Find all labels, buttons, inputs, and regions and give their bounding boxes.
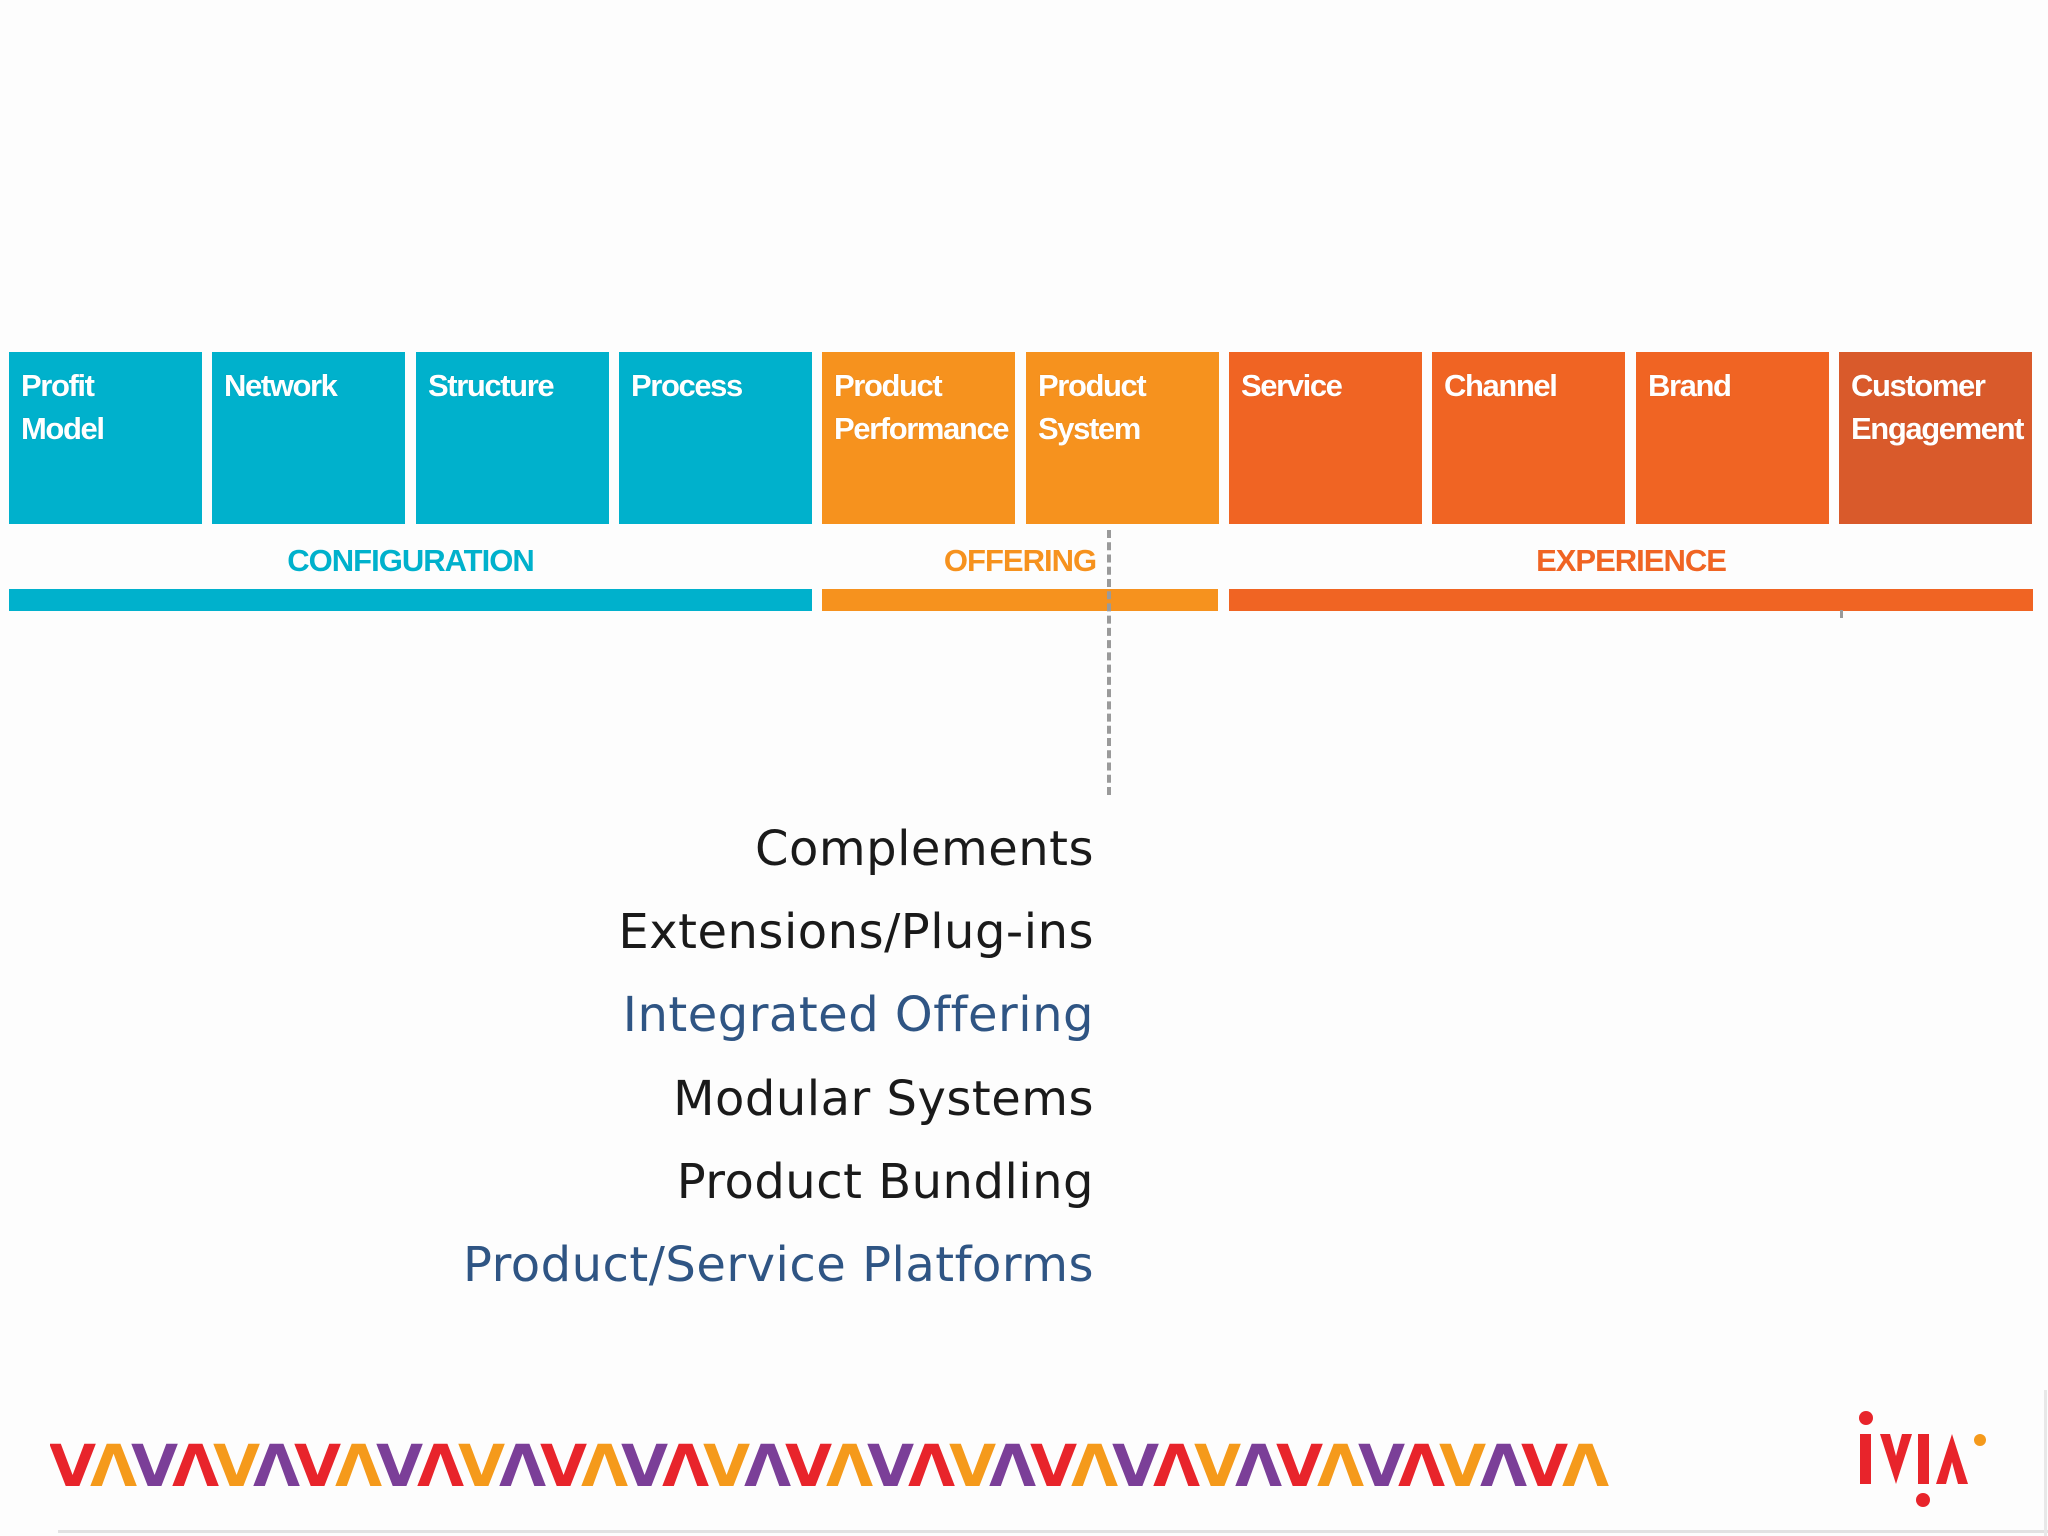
bottom-rule [58, 1530, 2048, 1533]
tactic-item: Modular Systems [673, 1070, 1094, 1127]
pattern-chevron: V [703, 1436, 750, 1496]
pattern-chevron: Λ [1480, 1436, 1527, 1496]
pattern-chevron: V [866, 1436, 914, 1496]
section-label-experience: EXPERIENCE [1536, 543, 1727, 578]
tile-customer-engagement: Customer Engagement [1839, 352, 2032, 524]
pattern-chevron: Λ [416, 1436, 464, 1496]
pattern-chevron: V [1439, 1436, 1486, 1496]
pattern-chevron: V [1275, 1436, 1323, 1496]
pattern-chevron: Λ [253, 1436, 300, 1496]
pattern-chevron: V [294, 1436, 341, 1496]
tile-structure: Structure [416, 352, 609, 524]
section-label-offering: OFFERING [943, 543, 1097, 578]
pattern-chevron: Λ [1153, 1436, 1200, 1496]
pattern-chevron: V [212, 1436, 260, 1496]
pattern-chevron: V [457, 1436, 505, 1496]
pattern-chevron: Λ [662, 1436, 709, 1496]
tile-service: Service [1229, 352, 1422, 524]
pattern-chevron: V [785, 1436, 832, 1496]
right-rule [2044, 1390, 2047, 1536]
section-label-configuration: CONFIGURATION [287, 543, 534, 578]
tactic-item: Extensions/Plug-ins [618, 904, 1094, 961]
tactic-item: Complements [754, 821, 1094, 877]
experience-bar-tick [1840, 610, 1843, 618]
pattern-chevron: V [50, 1436, 96, 1496]
section-bar-configuration [9, 589, 812, 611]
product-system-connector-line [1107, 530, 1111, 795]
pattern-chevron: Λ [744, 1436, 791, 1496]
pattern-chevron: Λ [825, 1436, 873, 1496]
pattern-chevron: V [1357, 1436, 1404, 1496]
tile-channel: Channel [1432, 352, 1625, 524]
pattern-chevron: V [376, 1436, 423, 1496]
pattern-chevron: V [130, 1436, 178, 1496]
pattern-chevron: V [1030, 1436, 1077, 1496]
pattern-chevron: Λ [498, 1436, 546, 1496]
tile-profit-model: Profit Model [9, 352, 202, 524]
tile-process: Process [619, 352, 812, 524]
tile-network: Network [212, 352, 405, 524]
tactic-item: Product/Service Platforms [462, 1237, 1094, 1294]
pattern-chevron: Λ [907, 1436, 955, 1496]
section-bar-offering [822, 589, 1218, 611]
ivia-logo [1859, 1411, 1986, 1507]
section-bar-experience [1229, 589, 2033, 611]
pattern-chevron: V [948, 1436, 996, 1496]
pattern-chevron: V [539, 1436, 587, 1496]
tile-product-system: Product System [1026, 352, 1219, 524]
pattern-chevron: Λ [1234, 1436, 1282, 1496]
pattern-chevron: V [1193, 1436, 1241, 1496]
pattern-chevron: Λ [1316, 1436, 1364, 1496]
pattern-chevron: V [1112, 1436, 1159, 1496]
pattern-chevron: Λ [1398, 1436, 1445, 1496]
tactic-item: Integrated Offering [622, 987, 1094, 1044]
pattern-chevron: Λ [171, 1436, 219, 1496]
pattern-chevron: Λ [335, 1436, 382, 1496]
tactic-list: Complements Extensions/Plug-ins Integrat… [463, 808, 1094, 1307]
pattern-chevron: Λ [580, 1436, 628, 1496]
tile-brand: Brand [1636, 352, 1829, 524]
pattern-chevron: V [1521, 1436, 1568, 1496]
tile-product-performance: Product Performance [822, 352, 1015, 524]
pattern-chevron: Λ [89, 1436, 137, 1496]
innovation-type-tiles: Profit Model Network Structure Process P… [9, 352, 2033, 524]
pattern-chevron: V [621, 1436, 668, 1496]
tactic-item: Product Bundling [676, 1153, 1094, 1210]
pattern-chevron: Λ [1071, 1436, 1118, 1496]
pattern-chevron: Λ [989, 1436, 1036, 1496]
pattern-chevron: Λ [1561, 1436, 1609, 1496]
